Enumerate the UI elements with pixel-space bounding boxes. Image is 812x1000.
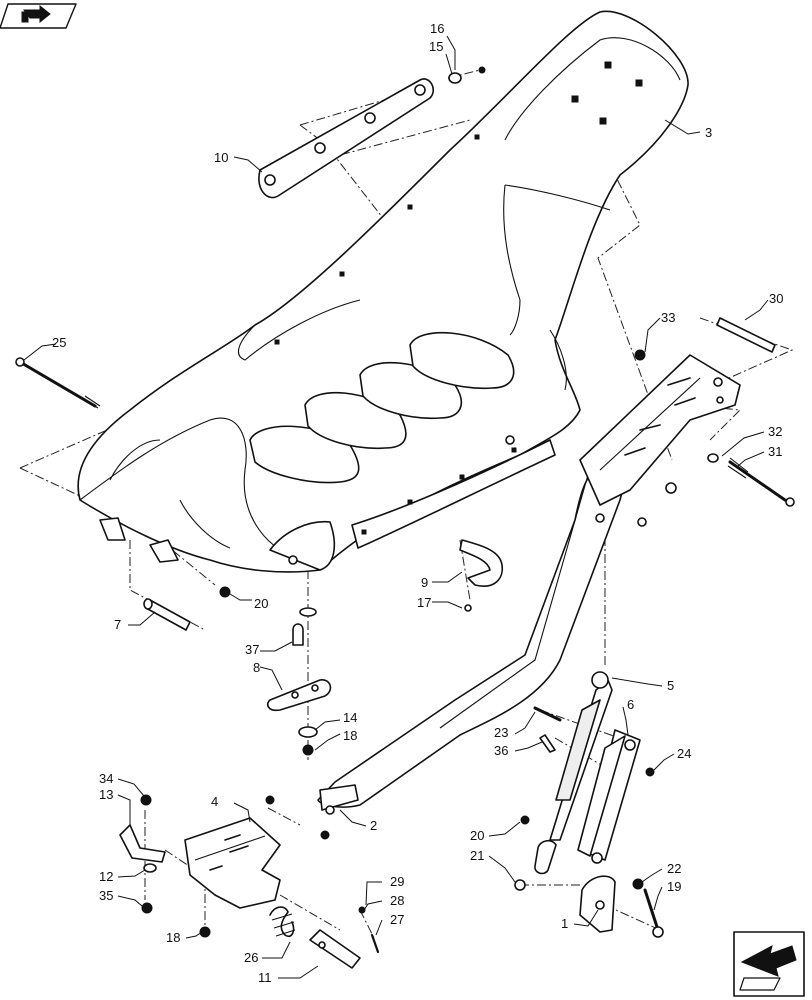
latch-plate [184, 817, 281, 909]
callout-11: 11 [258, 970, 272, 985]
nut-33-lower [665, 482, 677, 494]
callout-9: 9 [421, 575, 428, 590]
callout-2: 2 [370, 818, 377, 833]
callout-labels: 16 15 10 3 25 30 33 32 31 7 20 9 17 37 8… [52, 21, 783, 985]
washer-22 [632, 878, 644, 890]
callout-6: 6 [627, 697, 634, 712]
book-arrow-icon[interactable] [0, 3, 77, 29]
callout-15: 15 [429, 39, 443, 54]
callout-28: 28 [390, 893, 404, 908]
callout-13: 13 [99, 787, 113, 802]
callout-8: 8 [253, 660, 260, 675]
next-page-arrow-icon[interactable] [733, 931, 805, 997]
callout-37: 37 [245, 642, 259, 657]
callout-30: 30 [769, 291, 783, 306]
pin-36 [539, 734, 556, 753]
nut-20-upper [219, 586, 231, 598]
callout-29: 29 [390, 874, 404, 889]
nut-mid [637, 517, 647, 527]
callout-1: 1 [561, 916, 568, 931]
hinge-bracket-plate [258, 78, 435, 199]
callout-20-upper: 20 [254, 596, 268, 611]
callout-24: 24 [677, 746, 691, 761]
callout-19: 19 [667, 879, 681, 894]
bolt-31 [727, 457, 795, 507]
callout-27: 27 [390, 912, 404, 927]
callout-33: 33 [661, 310, 675, 325]
pin-28 [358, 906, 366, 914]
callout-14: 14 [343, 710, 357, 725]
latch-pin-11 [309, 929, 361, 969]
pin-27 [370, 933, 380, 954]
callout-17: 17 [417, 595, 431, 610]
gas-strut [534, 671, 613, 875]
pin-7 [143, 598, 191, 631]
callout-10: 10 [214, 150, 228, 165]
nut-24 [645, 767, 655, 777]
callout-21: 21 [470, 848, 484, 863]
callout-3: 3 [705, 125, 712, 140]
bolt-23 [533, 706, 562, 722]
bumper-stack [266, 607, 332, 756]
bolt-34 [140, 794, 152, 806]
washer-32 [707, 453, 719, 463]
callout-5: 5 [667, 678, 674, 693]
callout-34: 34 [99, 771, 113, 786]
callout-12: 12 [99, 869, 113, 884]
long-bolt-25 [15, 357, 101, 409]
callout-23: 23 [494, 725, 508, 740]
leader-lines [23, 35, 769, 979]
callout-20-lower: 20 [470, 828, 484, 843]
bolt-21 [514, 879, 526, 891]
bolt-near-4 [265, 795, 275, 805]
callout-26: 26 [244, 950, 258, 965]
hinge-block [579, 875, 616, 933]
link-arm [577, 729, 641, 864]
callout-31: 31 [768, 444, 782, 459]
bolt-19 [643, 888, 664, 938]
callout-4: 4 [211, 794, 218, 809]
callout-18-lower: 18 [166, 930, 180, 945]
nut-35 [141, 902, 153, 914]
callout-18-upper: 18 [343, 728, 357, 743]
callout-7: 7 [114, 617, 121, 632]
callout-16: 16 [430, 21, 444, 36]
nut-33 [634, 349, 646, 361]
nut-near-2 [320, 830, 330, 840]
spring-26 [269, 906, 296, 938]
callout-22: 22 [667, 861, 681, 876]
callout-32: 32 [768, 424, 782, 439]
support-arm [317, 464, 625, 815]
nut-20-lower [520, 815, 530, 825]
frame-bracket [579, 354, 741, 506]
callout-35: 35 [99, 888, 113, 903]
bracket-9 [459, 539, 504, 612]
bolt-18-lower [199, 926, 211, 938]
washer-and-nut [448, 66, 486, 84]
callout-25: 25 [52, 335, 66, 350]
callout-36: 36 [494, 743, 508, 758]
latch-hook [119, 824, 166, 873]
seat-cushion [77, 10, 689, 573]
pin-30 [716, 317, 776, 353]
